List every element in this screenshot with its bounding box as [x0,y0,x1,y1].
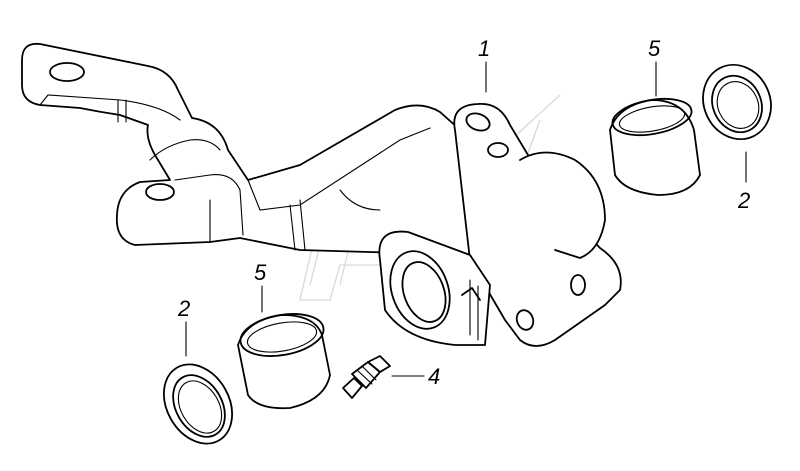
callout-4: 4 [428,364,440,389]
seal-ring-upper [702,63,772,141]
mount-hole [465,112,491,132]
bore-inner [401,261,447,323]
grease-nipple [342,355,391,399]
mount-hole [570,274,586,296]
mount-hole [487,142,509,158]
seal-ring-lower [163,363,233,445]
mount-hole [145,183,175,201]
bushing-upper [609,97,701,196]
mount-hole [515,309,535,331]
bracket-housing [21,42,622,347]
callout-5-lower: 5 [254,260,267,285]
callout-2-lower: 2 [177,296,190,321]
callout-5-upper: 5 [648,36,661,61]
mount-hole [49,62,85,82]
bushing-lower [237,313,331,410]
leader-lines [185,61,747,377]
callout-2-upper: 2 [737,188,750,213]
callout-1: 1 [478,36,490,61]
